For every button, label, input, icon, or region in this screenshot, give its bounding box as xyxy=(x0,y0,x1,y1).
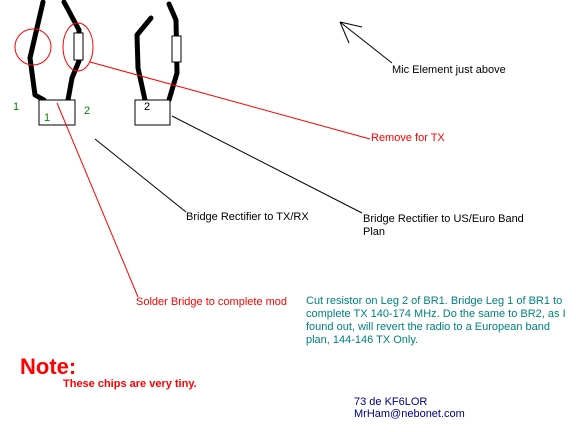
remove-for-tx-label: Remove for TX xyxy=(371,132,445,144)
left-resistor xyxy=(73,32,84,61)
instructions-text: Cut resistor on Leg 2 of BR1. Bridge Leg… xyxy=(306,295,566,346)
mic-element-arrow xyxy=(339,21,393,64)
note-text: These chips are very tiny. xyxy=(63,378,197,390)
chip-br2 xyxy=(134,99,171,126)
chip-br2-label: 2 xyxy=(144,101,151,113)
resistor-highlight-ellipse xyxy=(62,22,94,72)
signoff-text: 73 de KF6LOR xyxy=(354,396,428,408)
pad-label-1: 1 xyxy=(13,101,20,113)
bridge-rectifier-txrx-label: Bridge Rectifier to TX/RX xyxy=(186,211,309,223)
leader-br1 xyxy=(94,138,187,213)
solder-pad-circle xyxy=(14,28,52,66)
leader-br2 xyxy=(171,115,363,214)
right-circuit-wires xyxy=(134,1,180,103)
leader-remove-for-tx xyxy=(89,61,371,140)
leader-solder-bridge xyxy=(56,102,139,298)
bridge-rectifier-useuro-label: Bridge Rectifier to US/Euro Band Plan xyxy=(363,213,524,238)
right-resistor xyxy=(171,35,182,63)
email-text: MrHam@nebonet.com xyxy=(354,408,465,420)
mic-element-label: Mic Element just above xyxy=(392,64,506,76)
chip-br1-label: 1 xyxy=(44,112,51,124)
left-circuit-wires xyxy=(27,0,82,103)
note-title: Note: xyxy=(20,354,77,379)
pad-label-2: 2 xyxy=(84,105,91,117)
solder-bridge-label: Solder Bridge to complete mod xyxy=(136,296,288,308)
